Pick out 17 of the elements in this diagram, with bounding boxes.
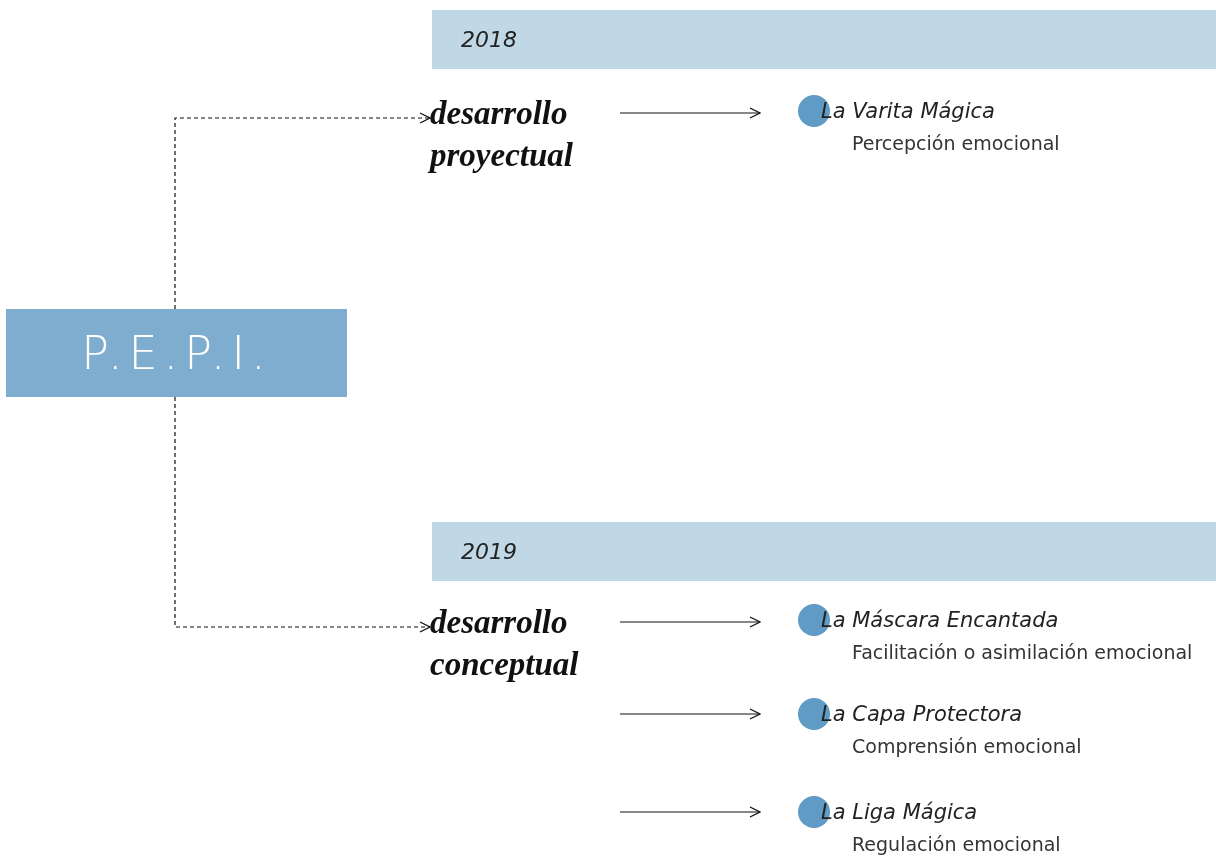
item-description: Facilitación o asimilación emocional [851,641,1194,663]
item-description: Regulación emocional [851,833,1062,855]
arrow [174,112,431,310]
title-text: P.E.P.I. [81,326,272,380]
year-label: 2018 [461,27,517,52]
arrow [174,396,431,633]
item-description: Percepción emocional [851,132,1061,154]
year-band [432,522,1216,581]
arrow [619,107,761,119]
title-box [6,309,347,397]
arrow [619,708,761,720]
arrow [619,616,761,628]
year-band [432,10,1216,69]
arrow [619,806,761,818]
year-label: 2019 [461,539,517,564]
item-description: Comprensión emocional [851,735,1083,757]
phase-text: desarrollo conceptual [430,603,580,684]
